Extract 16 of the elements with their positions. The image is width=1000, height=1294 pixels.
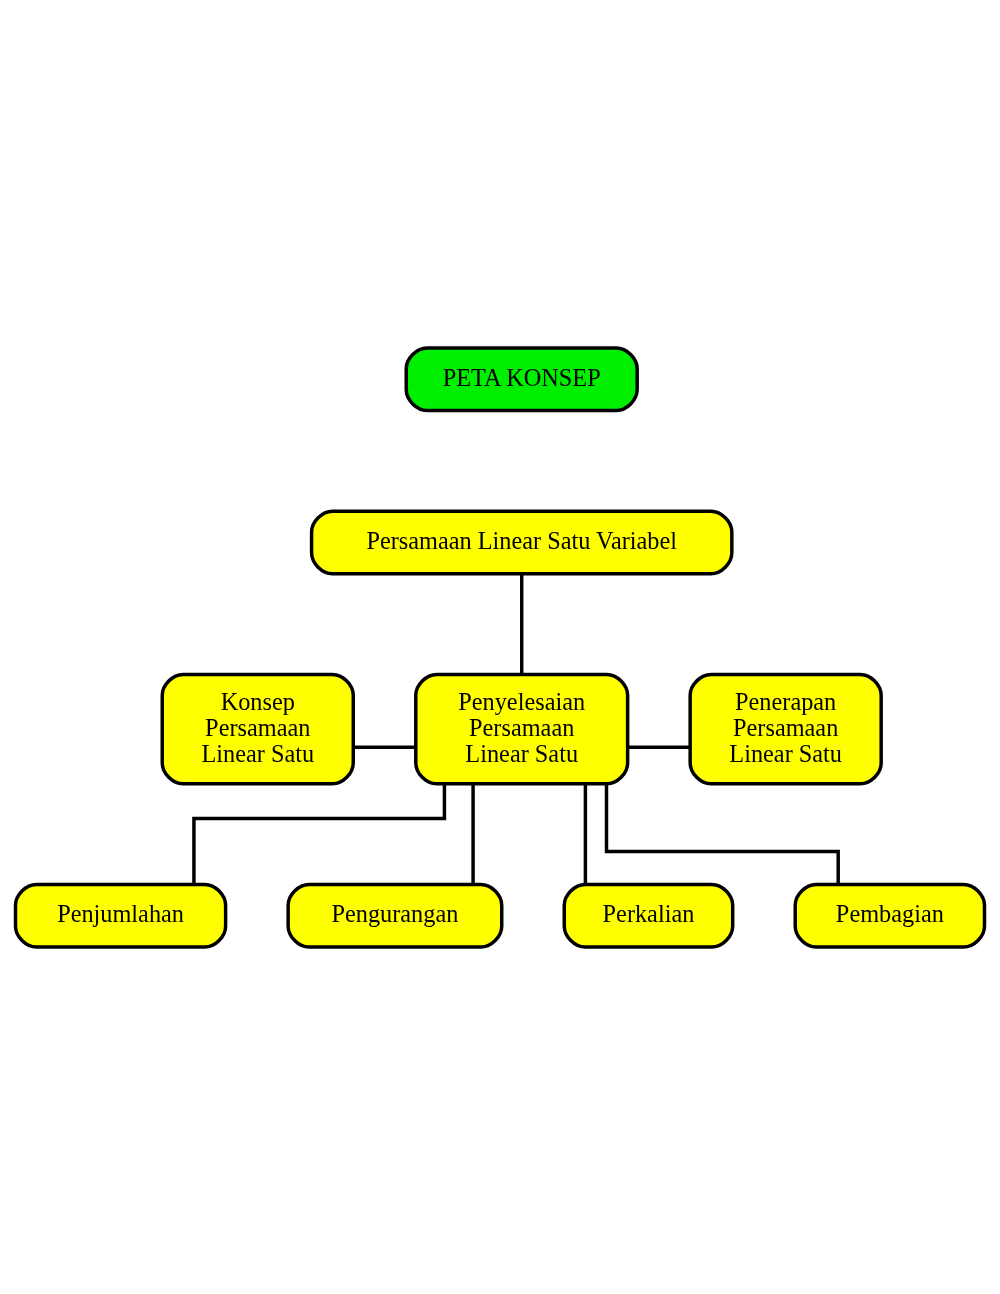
node-box: PETA KONSEP bbox=[404, 345, 639, 412]
connector bbox=[192, 783, 447, 884]
node-box: Perkalian bbox=[562, 882, 735, 949]
connector bbox=[471, 783, 475, 884]
node-box: Penerapan Persamaan Linear Satu bbox=[688, 672, 883, 786]
connector bbox=[583, 783, 588, 884]
connector bbox=[353, 745, 416, 749]
connector bbox=[604, 783, 840, 884]
node-box: Pembagian bbox=[793, 882, 987, 949]
connector bbox=[628, 745, 690, 749]
connector bbox=[519, 573, 524, 674]
node-box: Penyelesaian Persamaan Linear Satu bbox=[414, 672, 630, 786]
node-box: Penjumlahan bbox=[13, 882, 228, 949]
node-box: Pengurangan bbox=[286, 882, 504, 949]
node-box: Persamaan Linear Satu Variabel bbox=[309, 508, 734, 575]
node-box: Konsep Persamaan Linear Satu bbox=[160, 672, 355, 786]
